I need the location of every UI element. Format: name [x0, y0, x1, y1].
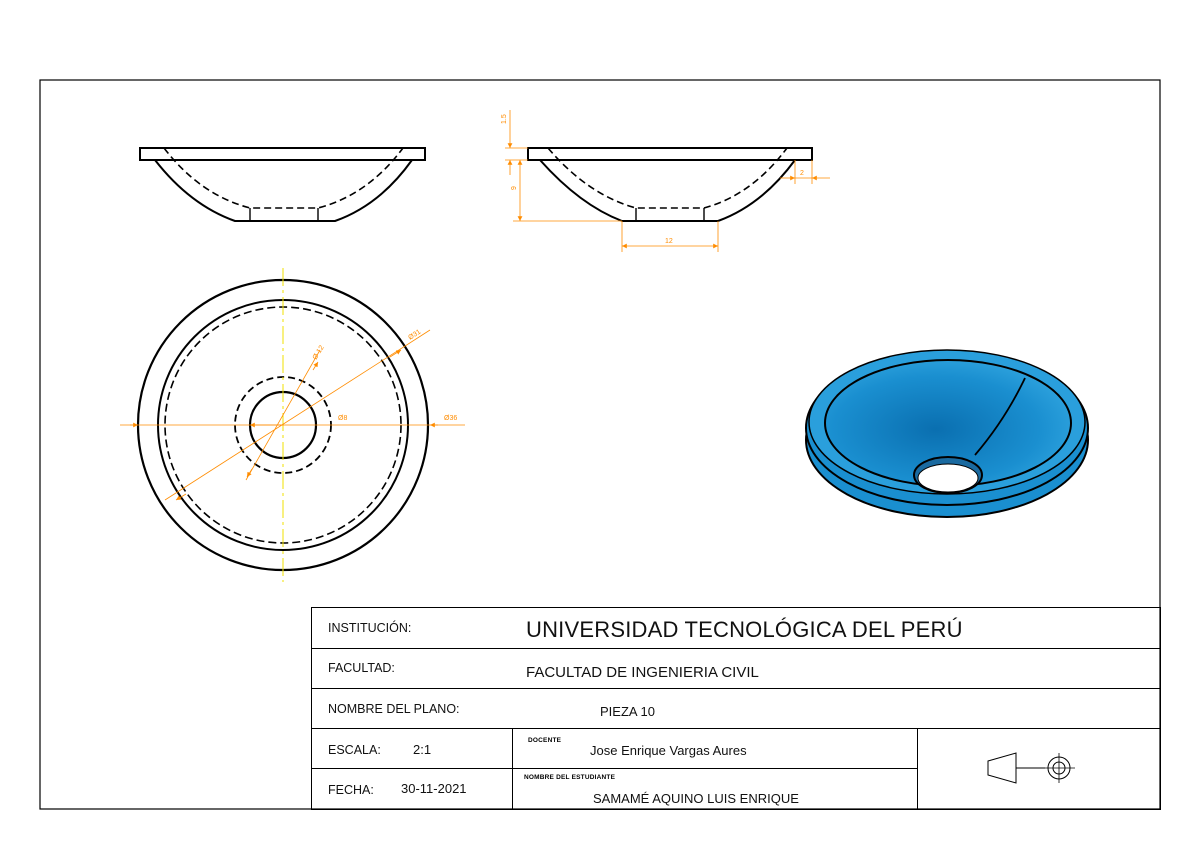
fecha-label: FECHA: [328, 783, 374, 797]
front-view [139, 147, 426, 222]
institucion-label: INSTITUCIÓN: [328, 621, 412, 635]
front-view-hidden-inner [163, 147, 404, 209]
plano-label: NOMBRE DEL PLANO: [328, 702, 460, 716]
title-block: INSTITUCIÓN: UNIVERSIDAD TECNOLÓGICA DEL… [311, 607, 1161, 810]
front-view-flange [139, 147, 426, 161]
front-view-outline [154, 159, 413, 222]
dim-bottom-width: 12 [665, 238, 673, 245]
escala-value: 2:1 [413, 742, 432, 757]
plano-value: PIEZA 10 [600, 704, 655, 719]
escala-label: ESCALA: [328, 743, 381, 757]
dim-height-body: 9 [511, 186, 518, 190]
dim-dia-12: Ø 12 [312, 344, 326, 361]
first-angle-projection-icon [987, 752, 1075, 784]
institucion-value: UNIVERSIDAD TECNOLÓGICA DEL PERÚ [526, 617, 963, 642]
estudiante-value: SAMAMÉ AQUINO LUIS ENRIQUE [593, 791, 799, 806]
dim-height-flange: 1.5 [501, 114, 508, 124]
dim-dia-8: Ø8 [338, 415, 347, 422]
top-view: Ø 12 Ø31 Ø8 Ø36 [120, 268, 465, 582]
docente-label: DOCENTE [528, 737, 562, 744]
isometric-view [805, 349, 1089, 518]
dim-dia-36: Ø36 [444, 415, 457, 422]
front-view-dimensioned: 1.5 9 12 2 [501, 110, 830, 252]
fecha-value: 30-11-2021 [401, 781, 467, 796]
facultad-label: FACULTAD: [328, 661, 395, 675]
facultad-value: FACULTAD DE INGENIERIA CIVIL [526, 664, 759, 681]
docente-value: Jose Enrique Vargas Aures [590, 743, 747, 758]
dim-wall-offset: 2 [800, 170, 804, 177]
estudiante-label: NOMBRE DEL ESTUDIANTE [524, 774, 616, 781]
